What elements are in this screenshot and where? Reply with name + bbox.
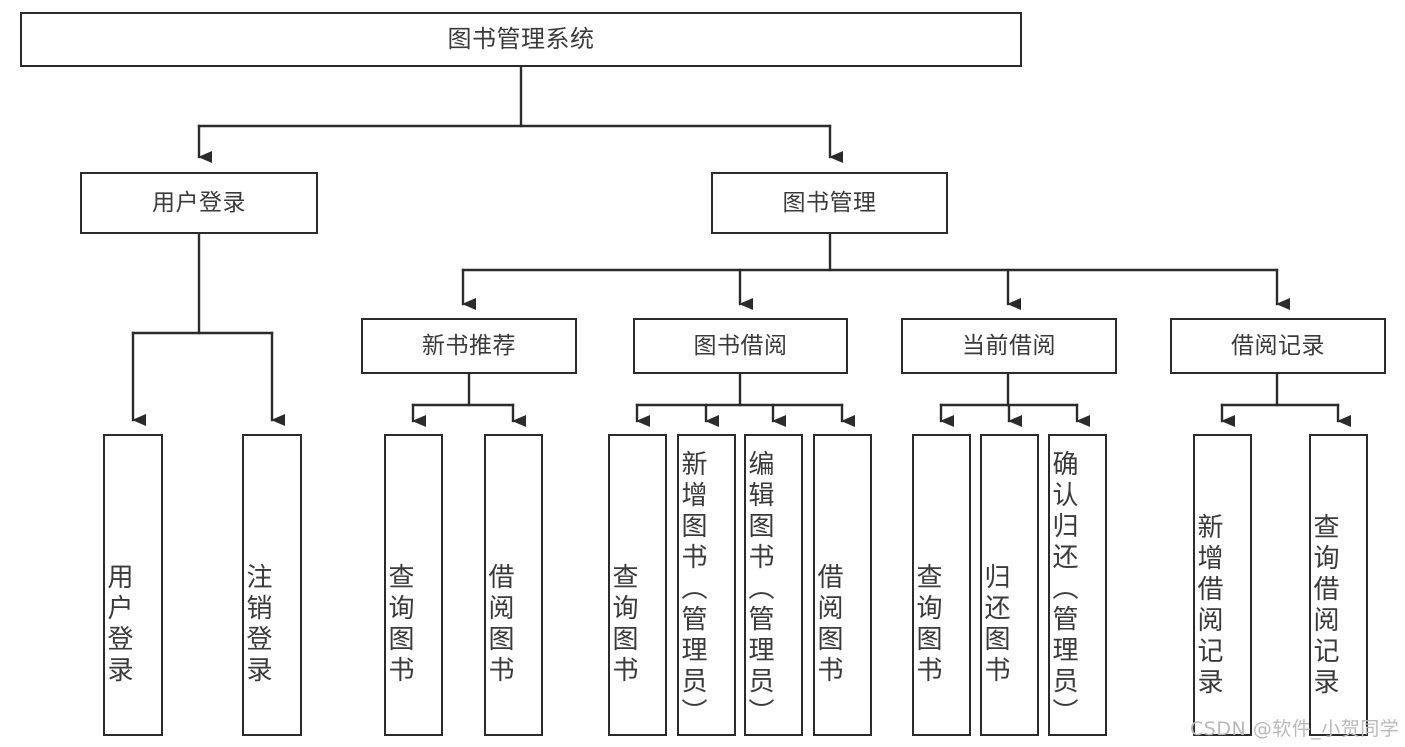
leaf-user-login-label: 用户登录 (103, 563, 133, 687)
watermark: CSDN @软件_小贺同学 (1190, 718, 1400, 740)
leaf-query-book-3-label: 查询图书 (912, 563, 942, 687)
leaf-add-record-label: 新增借阅记录 (1193, 513, 1223, 699)
leaf-confirm-return-label: 确认归还（管理员） (1048, 449, 1078, 729)
node-root-label: 图书管理系统 (447, 24, 595, 53)
node-book-manage-label: 图书管理 (782, 189, 877, 216)
node-book-borrow-label: 图书借阅 (693, 332, 788, 359)
leaf-borrow-book-1[interactable]: 借阅图书 (484, 434, 543, 736)
leaf-borrow-book-1-label: 借阅图书 (484, 563, 514, 687)
leaf-query-book-2-label: 查询图书 (608, 563, 638, 687)
leaf-borrow-book-2-label: 借阅图书 (813, 563, 843, 687)
leaf-query-record-label: 查询借阅记录 (1309, 513, 1339, 699)
node-user-login-label: 用户登录 (152, 189, 246, 216)
node-new-book-rec[interactable]: 新书推荐 (361, 318, 577, 374)
node-new-book-rec-label: 新书推荐 (422, 332, 516, 359)
leaf-add-record[interactable]: 新增借阅记录 (1193, 434, 1252, 736)
leaf-query-book-1[interactable]: 查询图书 (384, 434, 443, 736)
leaf-add-book-label: 新增图书（管理员） (677, 449, 707, 729)
node-borrow-record[interactable]: 借阅记录 (1170, 318, 1386, 374)
leaf-confirm-return[interactable]: 确认归还（管理员） (1048, 434, 1107, 736)
leaf-logout-label: 注销登录 (242, 563, 272, 687)
leaf-add-book[interactable]: 新增图书（管理员） (677, 434, 736, 736)
node-book-borrow[interactable]: 图书借阅 (633, 318, 848, 374)
node-user-login[interactable]: 用户登录 (80, 172, 318, 234)
node-borrow-record-label: 借阅记录 (1231, 332, 1325, 359)
leaf-user-login[interactable]: 用户登录 (103, 434, 163, 736)
leaf-return-book-label: 归还图书 (980, 563, 1010, 687)
node-current-borrow[interactable]: 当前借阅 (901, 318, 1117, 374)
node-root[interactable]: 图书管理系统 (20, 12, 1022, 67)
leaf-borrow-book-2[interactable]: 借阅图书 (813, 434, 872, 736)
leaf-return-book[interactable]: 归还图书 (980, 434, 1039, 736)
leaf-edit-book[interactable]: 编辑图书（管理员） (744, 434, 803, 736)
leaf-query-book-2[interactable]: 查询图书 (608, 434, 667, 736)
leaf-query-book-1-label: 查询图书 (384, 563, 414, 687)
leaf-query-book-3[interactable]: 查询图书 (912, 434, 971, 736)
leaf-edit-book-label: 编辑图书（管理员） (744, 449, 774, 729)
leaf-logout[interactable]: 注销登录 (242, 434, 302, 736)
leaf-query-record[interactable]: 查询借阅记录 (1309, 434, 1368, 736)
node-current-borrow-label: 当前借阅 (962, 332, 1056, 359)
node-book-manage[interactable]: 图书管理 (711, 172, 948, 234)
